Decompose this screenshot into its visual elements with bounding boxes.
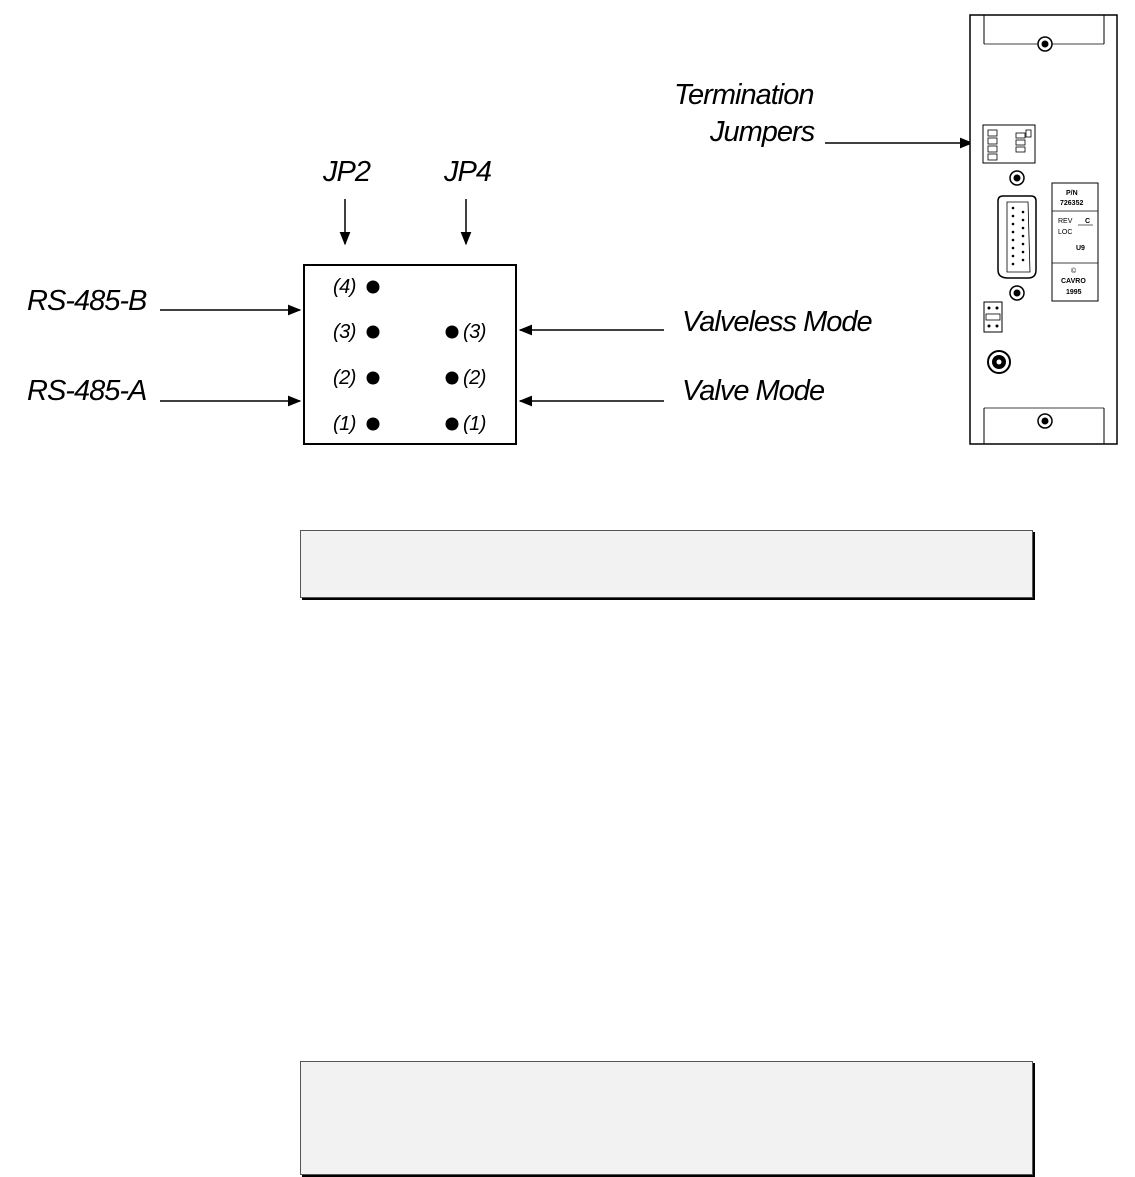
tj-pin-c1	[1025, 129, 1032, 138]
rs485a-label: RS-485-A	[27, 375, 146, 407]
note-text-2	[301, 1062, 1032, 1082]
copyright-symbol: ©	[1071, 267, 1077, 275]
lj-shunt	[985, 313, 1001, 321]
connector-screw-top-center	[1013, 174, 1021, 182]
jp4-label: JP4	[443, 156, 492, 188]
connector-screw-bottom-center	[1013, 289, 1021, 297]
jp2-pin-2-dot	[366, 371, 380, 385]
dsub-connector	[997, 195, 1037, 279]
jp4-pin-1: (1)	[463, 413, 486, 435]
tj-pin-b3	[1015, 146, 1026, 153]
part-number-label: P/N	[1066, 190, 1078, 197]
jp2-pin-1-dot	[366, 417, 380, 431]
dsub-inner	[1006, 201, 1031, 273]
rs485b-label: RS-485-B	[27, 285, 147, 317]
bottom-screw-center	[1041, 417, 1049, 425]
jp4-pin-1-dot	[445, 417, 459, 431]
part-number-value: 726352	[1060, 200, 1083, 207]
jp2-pin-4: (4)	[333, 276, 356, 298]
lj-pin-3	[987, 324, 991, 328]
termination-label-line2: Jumpers	[709, 116, 815, 148]
tj-pin-a4	[987, 153, 998, 161]
rev-label: REV	[1058, 218, 1073, 225]
valve-mode-label: Valve Mode	[682, 375, 825, 407]
jp4-pin-2: (2)	[463, 367, 486, 389]
jp4-pin-3: (3)	[463, 321, 486, 343]
valveless-mode-label: Valveless Mode	[682, 306, 873, 338]
jp2-pins: (4) (3) (2) (1)	[333, 276, 380, 435]
note-text-1	[301, 531, 1032, 551]
jp2-pin-3-dot	[366, 325, 380, 339]
dsub-pins	[1011, 206, 1025, 266]
jp2-pin-2: (2)	[333, 367, 356, 389]
maker-name: CAVRO	[1061, 278, 1086, 285]
loc-label: LOC	[1058, 229, 1072, 236]
top-screw-center	[1041, 40, 1049, 48]
note-box-2	[300, 1061, 1033, 1175]
jp2-pin-3: (3)	[333, 321, 356, 343]
termination-label-line1: Termination	[674, 79, 813, 111]
jp4-pin-2-dot	[445, 371, 459, 385]
jp4-pin-3-dot	[445, 325, 459, 339]
tj-pin-b1	[1015, 132, 1026, 139]
lj-pin-1	[987, 306, 991, 310]
lj-pin-4	[995, 324, 999, 328]
jumper-block	[303, 264, 517, 445]
tj-pin-a2	[987, 137, 998, 145]
rotary-switch-center	[996, 359, 1002, 365]
loc-value: U9	[1076, 245, 1085, 252]
lj-pin-2	[995, 306, 999, 310]
jp4-pins: (3) (2) (1)	[445, 321, 486, 435]
tj-pin-a3	[987, 145, 998, 153]
lower-jumper-block	[983, 301, 1003, 333]
part-label-sticker	[1051, 182, 1099, 302]
maker-year: 1995	[1066, 289, 1082, 296]
tj-pin-a1	[987, 129, 998, 137]
jp2-label: JP2	[322, 156, 371, 188]
jp2-pin-1: (1)	[333, 413, 356, 435]
rev-value: C	[1085, 218, 1090, 225]
jp2-pin-4-dot	[366, 280, 380, 294]
board-panel: P/N 726352 REV C LOC U9 © CAVRO 1995	[969, 14, 1118, 445]
note-box-1	[300, 530, 1033, 598]
tj-pin-b2	[1015, 139, 1026, 146]
